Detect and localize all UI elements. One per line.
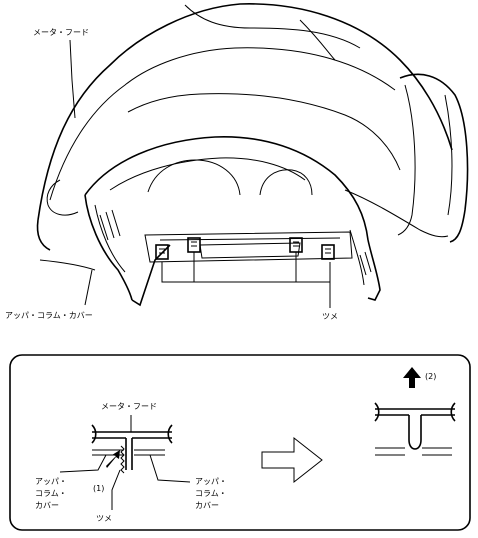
detail-right-cover-label-1: アッパ・: [195, 477, 227, 486]
upper-column-cover-label: アッパ・コラム・カバー: [5, 311, 93, 320]
detail-panel-frame: [9, 354, 471, 531]
cross-section-after: [374, 367, 456, 456]
claw-label-top: ツメ: [322, 312, 338, 321]
detail-claw-label: ツメ: [96, 514, 112, 523]
detail-left-cover-label-2: コラム・: [35, 489, 67, 498]
cross-section-before: [59, 415, 191, 510]
step-2-label: (2): [425, 372, 437, 381]
top-leader-lines: [69, 39, 331, 308]
step-1-label: (1): [93, 484, 105, 493]
meter-hood-label: メータ・フード: [33, 28, 89, 37]
upper-column-cover-illustration: [84, 136, 381, 307]
detail-left-cover-label-3: カバー: [35, 501, 59, 510]
detail-left-cover-label-1: アッパ・: [35, 477, 67, 486]
detail-right-cover-label-3: カバー: [195, 501, 219, 510]
detail-right-cover-label-2: コラム・: [195, 489, 227, 498]
transition-arrow-icon: [261, 436, 323, 484]
detail-meter-hood-label: メータ・フード: [101, 402, 157, 411]
meter-hood-illustration: [36, 3, 469, 271]
